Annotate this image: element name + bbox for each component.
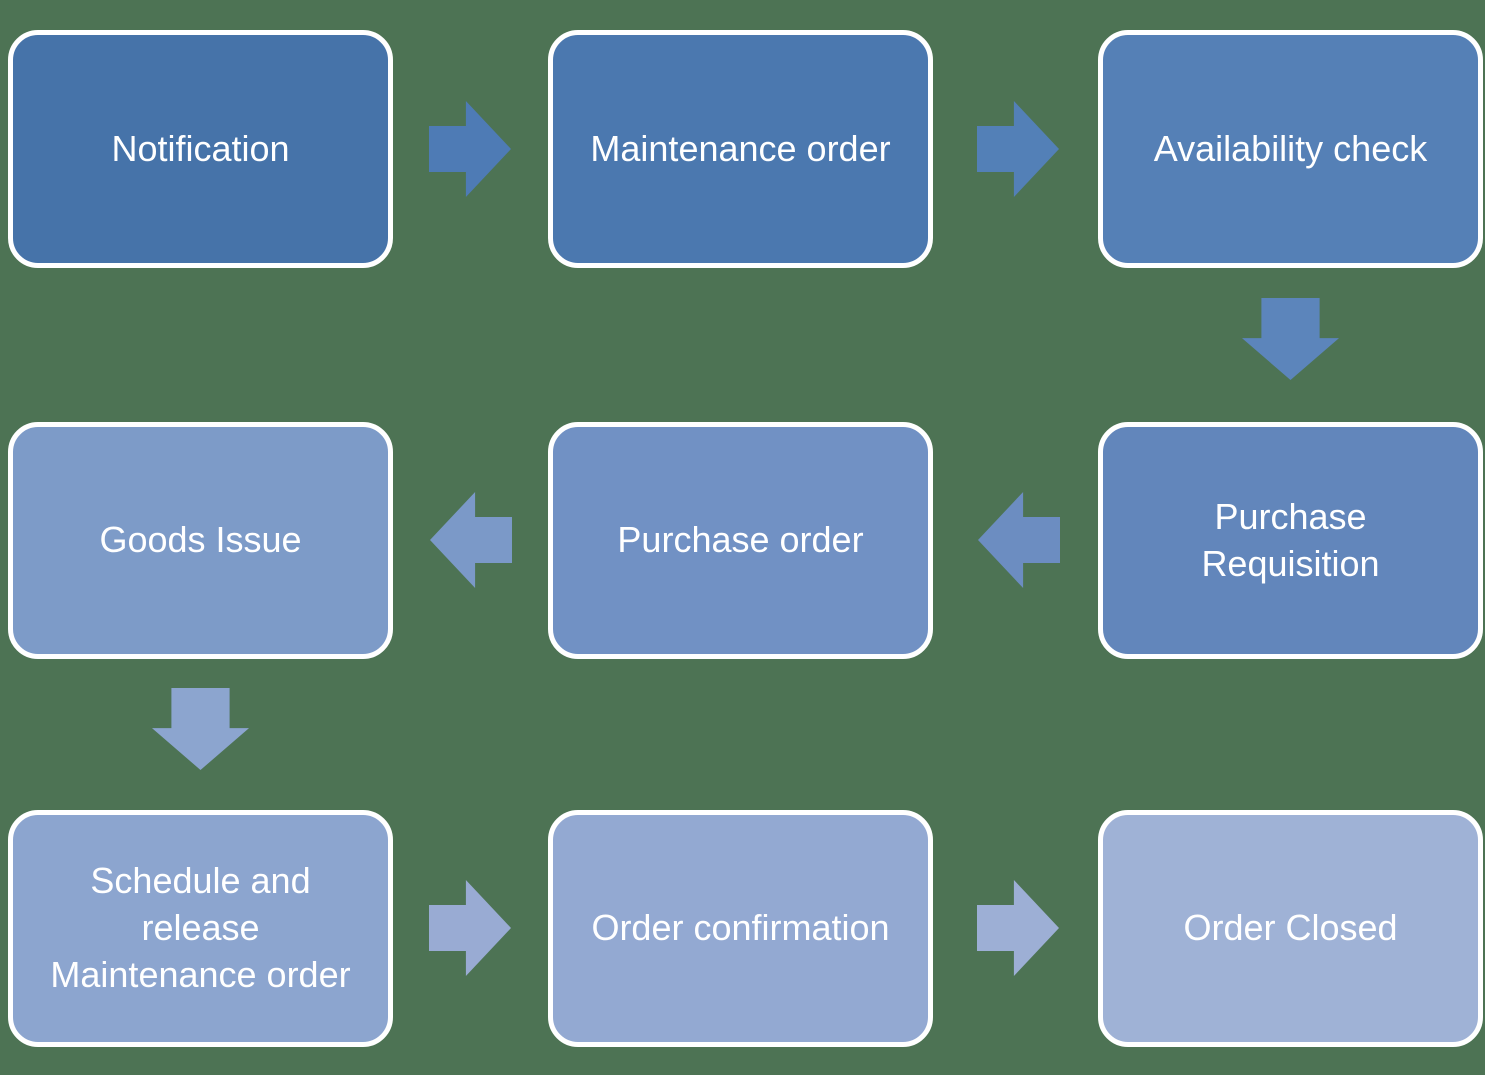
flow-arrow-down-icon [152, 688, 249, 770]
node-purchase-order: Purchase order [548, 422, 933, 659]
flow-arrow-left-icon [430, 492, 512, 588]
flow-arrow-right-icon [429, 880, 511, 976]
node-label: Purchase Requisition [1201, 495, 1380, 584]
flow-arrow-down-icon [1242, 298, 1339, 380]
node-goods-issue: Goods Issue [8, 422, 393, 659]
node-label: Order Closed [1183, 907, 1398, 949]
flow-arrow-right-icon [977, 880, 1059, 976]
node-label: Notification [111, 127, 290, 169]
node-order-confirmation: Order confirmation [548, 810, 933, 1047]
node-label: Schedule and release Maintenance order [50, 860, 351, 995]
node-label: Availability check [1153, 127, 1428, 169]
flow-arrow-right-icon [429, 101, 511, 197]
node-label: Maintenance order [590, 127, 891, 169]
node-purchase-requisition: Purchase Requisition [1098, 422, 1483, 659]
node-notification: Notification [8, 30, 393, 268]
node-order-closed: Order Closed [1098, 810, 1483, 1047]
flow-arrow-left-icon [978, 492, 1060, 588]
node-availability-check: Availability check [1098, 30, 1483, 268]
node-label: Purchase order [617, 519, 864, 561]
flow-arrow-right-icon [977, 101, 1059, 197]
node-label: Goods Issue [99, 519, 302, 561]
node-label: Order confirmation [591, 907, 890, 949]
node-maintenance-order: Maintenance order [548, 30, 933, 268]
node-schedule-and-release-maintenance-order: Schedule and release Maintenance order [8, 810, 393, 1047]
